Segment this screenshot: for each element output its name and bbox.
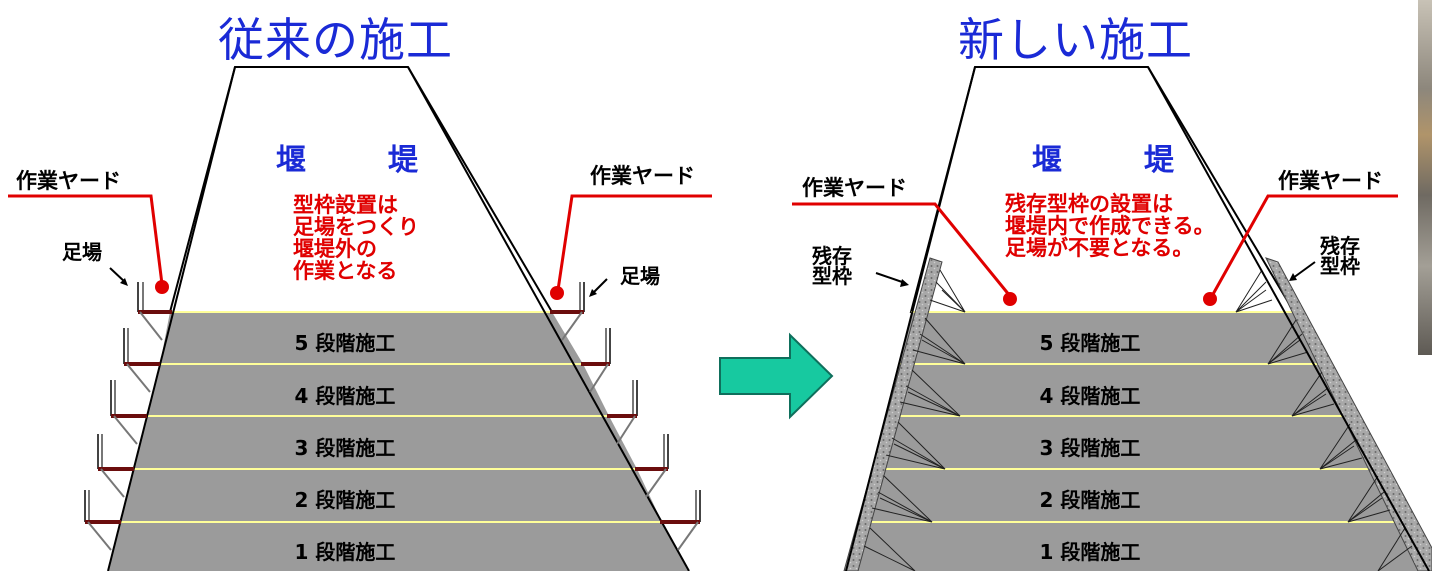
- right-note: 残存型枠の設置は 堰堤内で作成できる。 足場が不要となる。: [1005, 192, 1215, 260]
- right-yard-label-right: 作業ヤード: [1278, 169, 1383, 193]
- right-yard-leader-right: [1210, 194, 1398, 297]
- right-lift-1: [846, 522, 1429, 571]
- right-lift-2: [859, 469, 1403, 522]
- scaffold-unit: [110, 380, 147, 445]
- left-scaffold-pointer-right-head: [589, 289, 597, 297]
- right-yard-marker-right: [1203, 292, 1217, 306]
- scaffold-unit: [635, 434, 669, 498]
- right-yard-marker-left: [1003, 292, 1017, 306]
- left-lift-3: [134, 416, 637, 469]
- right-stage-label-1: 1 段階施工: [1039, 540, 1141, 564]
- right-form-label-left: 残存 型枠: [812, 244, 852, 288]
- left-yard-leader-left: [8, 194, 164, 285]
- transition-arrow: [719, 332, 834, 420]
- left-scaffolds-left: [84, 282, 172, 551]
- left-lift-2: [121, 469, 662, 522]
- right-form-pointer-left-head: [900, 279, 909, 287]
- left-scaffold-label-right: 足場: [620, 264, 660, 288]
- right-dam: [792, 66, 1432, 571]
- right-form-right: [1265, 257, 1432, 571]
- right-form-label-right: 残存 型枠: [1320, 234, 1360, 278]
- left-title: 従来の施工: [218, 13, 453, 67]
- left-scaffolds-right: [550, 282, 701, 551]
- right-stage-label-4: 4 段階施工: [1039, 384, 1141, 408]
- left-yard-leader-right: [556, 194, 712, 291]
- right-lift-5: [898, 312, 1320, 364]
- right-form-pointer-right-head: [1289, 273, 1297, 281]
- left-lift-4: [147, 364, 609, 416]
- scaffold-unit: [137, 282, 172, 341]
- left-dam: [8, 66, 712, 571]
- left-yard-label-right: 作業ヤード: [590, 164, 695, 188]
- left-yard-marker-left: [155, 280, 169, 294]
- left-stage-label-2: 2 段階施工: [294, 488, 396, 512]
- right-dam-label: 堰 堤: [1032, 143, 1200, 178]
- left-stage-label-5: 5 段階施工: [294, 331, 396, 355]
- left-lift-1: [108, 522, 689, 571]
- right-form-anchors-right: [1235, 269, 1413, 571]
- photo-strip: [1418, 0, 1432, 355]
- right-title: 新しい施工: [958, 13, 1193, 67]
- scaffold-unit: [123, 328, 160, 393]
- left-note: 型枠設置は 足場をつくり 堰堤外の 作業となる: [293, 193, 419, 283]
- left-scaffold-label-left: 足場: [62, 240, 102, 264]
- left-stage-label-3: 3 段階施工: [294, 436, 396, 460]
- scaffold-unit: [550, 282, 585, 341]
- right-yard-leader-left: [792, 202, 1012, 297]
- left-lift-5: [160, 312, 583, 364]
- left-yard-label-left: 作業ヤード: [16, 169, 121, 193]
- right-yard-label-left: 作業ヤード: [802, 176, 907, 200]
- scaffold-unit: [581, 328, 611, 393]
- scaffold-unit: [660, 490, 701, 551]
- left-dam-label: 堰 堤: [276, 143, 444, 178]
- right-lift-joints: [859, 311, 1403, 523]
- right-lift-3: [872, 416, 1376, 469]
- right-stage-label-2: 2 段階施工: [1039, 488, 1141, 512]
- right-form-anchors-left: [863, 269, 966, 571]
- scaffold-unit: [607, 380, 638, 445]
- right-stage-label-3: 3 段階施工: [1039, 436, 1141, 460]
- right-lift-4: [885, 364, 1348, 416]
- left-yard-marker-right: [550, 286, 564, 300]
- scaffold-unit: [97, 434, 134, 498]
- left-lift-joints: [121, 311, 662, 523]
- right-form-pointer-left: [875, 272, 906, 284]
- right-stage-label-5: 5 段階施工: [1039, 331, 1141, 355]
- right-form-pointer-right: [1292, 261, 1316, 279]
- left-stage-label-1: 1 段階施工: [294, 540, 396, 564]
- left-scaffold-pointer-left-head: [120, 278, 128, 286]
- scaffold-unit: [84, 490, 121, 551]
- right-dam-outline: [909, 66, 1296, 313]
- left-stage-label-4: 4 段階施工: [294, 384, 396, 408]
